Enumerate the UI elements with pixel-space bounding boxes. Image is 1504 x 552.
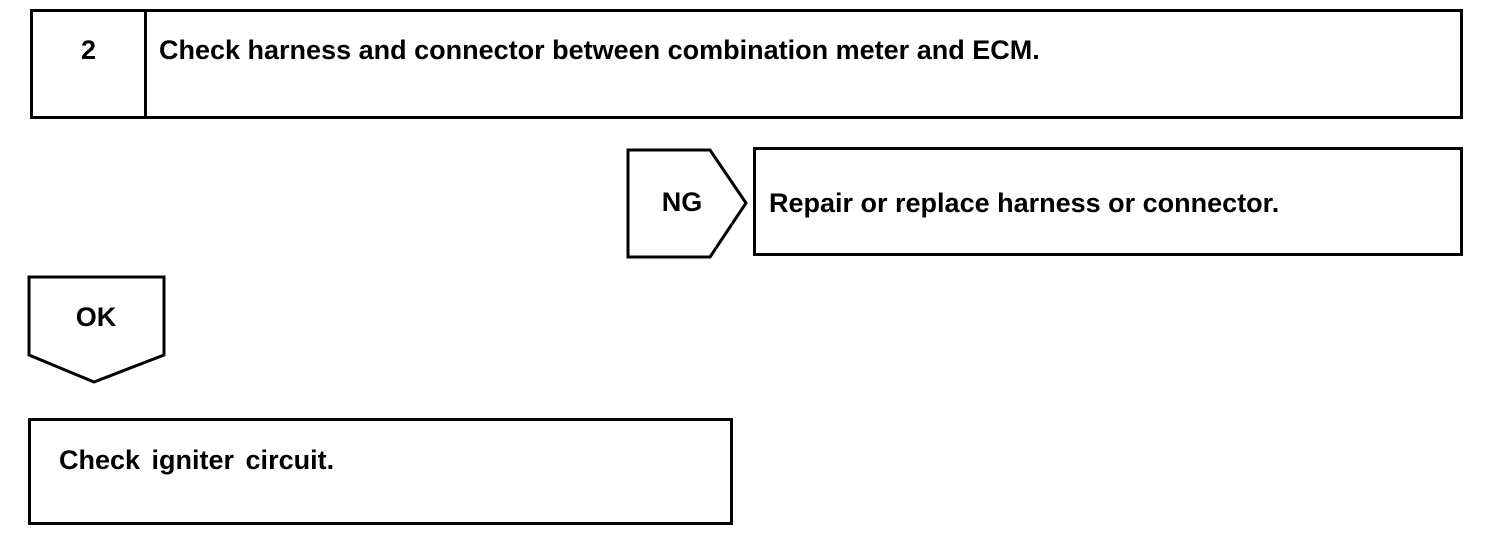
next-action-text: Check igniter circuit. <box>59 445 335 475</box>
ng-action-text: Repair or replace harness or connector. <box>769 188 1280 218</box>
step-divider <box>144 12 147 116</box>
ok-label: OK <box>75 302 117 332</box>
step-box: 2 Check harness and connector between co… <box>30 9 1463 119</box>
step-title: Check harness and connector between comb… <box>159 35 1040 65</box>
step-number: 2 <box>80 35 97 65</box>
next-action-box: Check igniter circuit. <box>28 418 733 525</box>
ng-label: NG <box>661 187 703 217</box>
ng-action-box: Repair or replace harness or connector. <box>753 147 1463 256</box>
